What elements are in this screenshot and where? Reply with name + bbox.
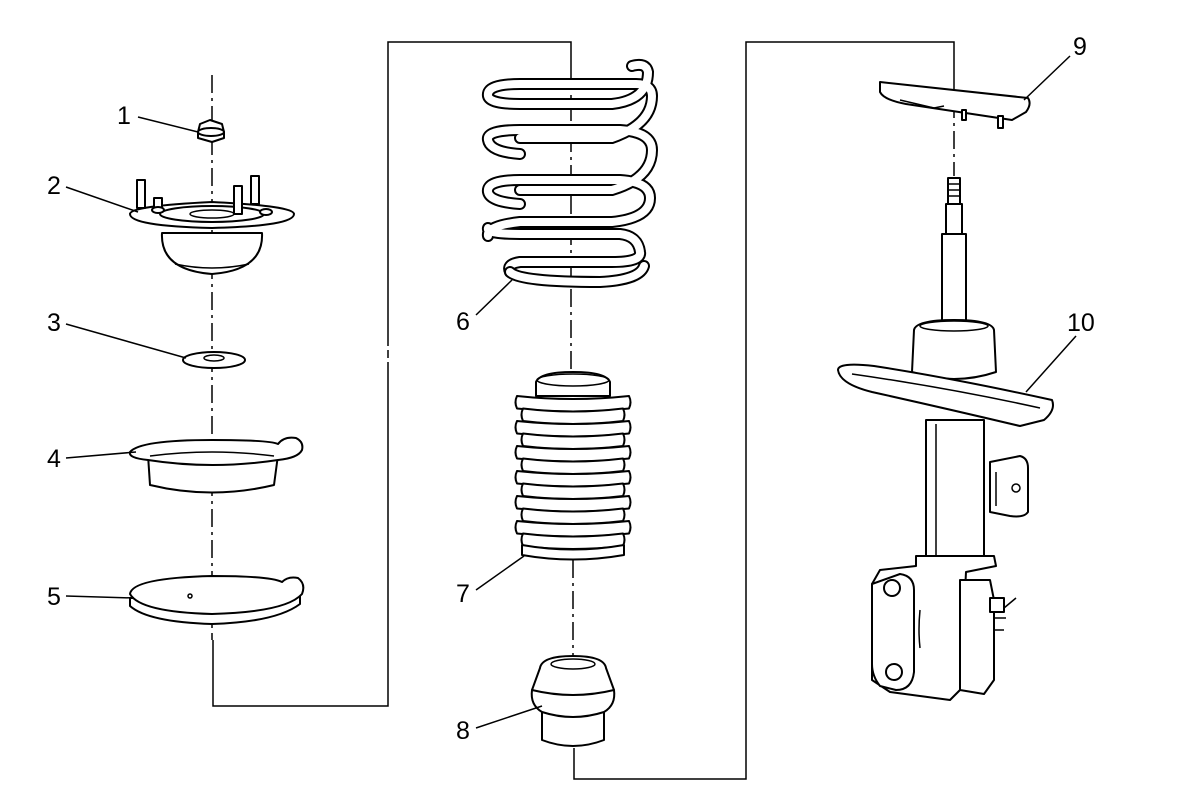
part-strut-cap — [879, 81, 1031, 129]
part-strut-mount — [129, 175, 295, 275]
boot-ring — [514, 520, 632, 538]
callout-8: 8 — [456, 717, 470, 745]
leader-9 — [1023, 55, 1071, 101]
leader-5 — [65, 595, 135, 599]
callout-5: 5 — [47, 583, 61, 611]
boot-ring — [520, 507, 626, 525]
leader-7 — [475, 555, 525, 591]
boot-ring — [514, 445, 632, 463]
callout-7: 7 — [456, 580, 470, 608]
leader-10 — [1025, 335, 1077, 393]
part-dust-boot — [514, 371, 632, 561]
boot-ring — [514, 495, 632, 513]
leader-4 — [65, 451, 137, 459]
part-strut-assembly — [837, 177, 1054, 701]
callout-1: 1 — [117, 102, 131, 130]
leader-lines — [65, 55, 1077, 729]
boot-ring — [514, 470, 632, 488]
assembly-route-lines — [212, 41, 955, 780]
leader-8 — [475, 705, 543, 729]
leader-3 — [65, 323, 187, 359]
callout-2: 2 — [47, 172, 61, 200]
part-coil-spring — [481, 58, 659, 289]
boot-ring — [520, 432, 626, 450]
part-upper-spring-seat — [128, 436, 304, 494]
callout-4: 4 — [47, 445, 61, 473]
callout-10: 10 — [1067, 309, 1095, 337]
boot-ring — [514, 395, 632, 413]
leader-6 — [475, 279, 513, 316]
callout-9: 9 — [1073, 33, 1087, 61]
boot-ring — [514, 420, 632, 438]
boot-ring — [520, 407, 626, 425]
callout-6: 6 — [456, 308, 470, 336]
part-washer — [182, 351, 246, 369]
part-jounce-bumper — [530, 655, 616, 747]
callout-3: 3 — [47, 309, 61, 337]
leader-1 — [137, 116, 199, 133]
part-lower-insulator — [129, 575, 305, 625]
boot-ring — [520, 457, 626, 475]
part-nut — [197, 119, 225, 143]
leader-2 — [65, 186, 139, 213]
boot-ring — [520, 482, 626, 500]
